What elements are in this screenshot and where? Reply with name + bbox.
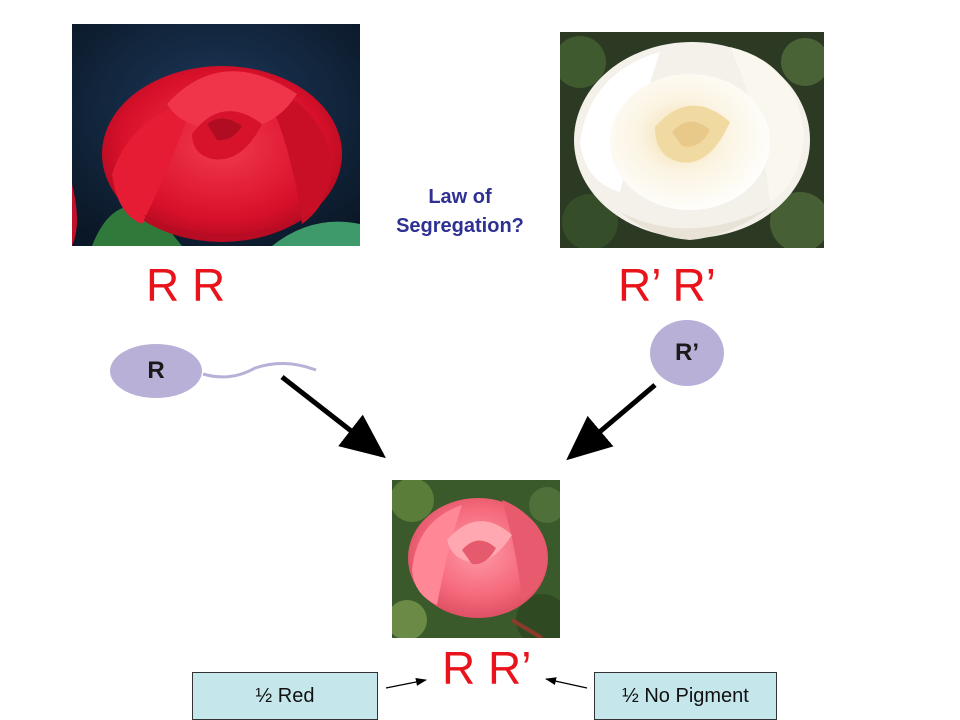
half-no-pigment-label-box: ½ No Pigment xyxy=(594,672,777,720)
half-red-label-box: ½ Red xyxy=(192,672,378,720)
white-rose-photo xyxy=(560,32,824,248)
arrow-white-to-offspring xyxy=(566,383,657,461)
half-no-pigment-label: ½ No Pigment xyxy=(622,684,749,707)
gamete-r-prime: R’ xyxy=(650,320,724,386)
arrow-red-to-offspring xyxy=(280,375,386,459)
half-red-label: ½ Red xyxy=(255,684,315,707)
arrow-no-pigment-label xyxy=(545,677,588,689)
parent-red-genotype: R R xyxy=(146,259,226,311)
parent-white-genotype: R’ R’ xyxy=(618,259,716,311)
arrow-red-label xyxy=(385,678,427,689)
question-line-1: Law of xyxy=(428,186,492,208)
gamete-r-prime-label: R’ xyxy=(675,339,699,366)
law-of-segregation-question: Law of Segregation? xyxy=(378,183,542,241)
gamete-r-tail xyxy=(202,362,317,379)
gamete-r-label: R xyxy=(147,357,165,384)
offspring-genotype: R R’ xyxy=(442,642,532,694)
question-line-2: Segregation? xyxy=(396,215,524,237)
red-rose-photo xyxy=(72,24,360,246)
pink-rose-photo xyxy=(392,480,560,638)
gamete-r: R xyxy=(110,344,202,398)
